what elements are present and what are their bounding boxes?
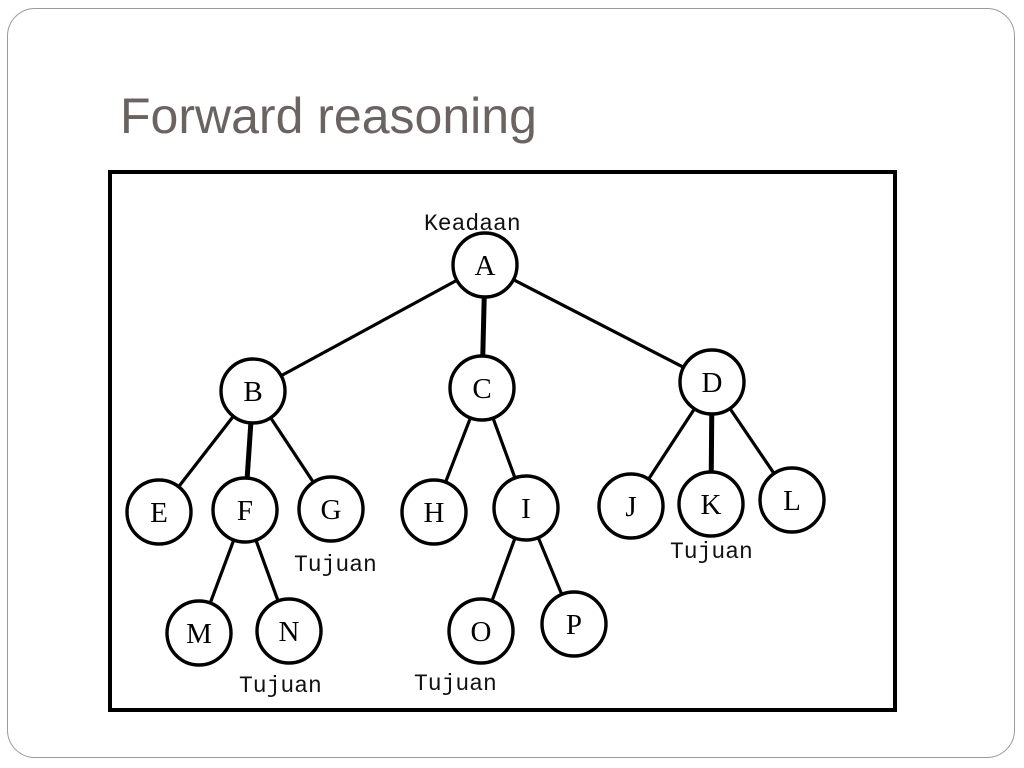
edge-b-e [177, 415, 235, 488]
node-circle [165, 599, 233, 667]
node-circle [125, 478, 193, 546]
node-label: E [150, 497, 168, 529]
node-circle [540, 590, 608, 658]
node-o: O [447, 597, 515, 665]
slide-title: Forward reasoning [120, 88, 537, 144]
edge-d-l [728, 407, 776, 475]
node-i: I [492, 474, 560, 542]
node-n: N [255, 597, 323, 665]
node-f: F [211, 476, 279, 544]
edge-b-f [244, 422, 254, 479]
node-circle [448, 354, 516, 422]
node-circle [451, 231, 519, 299]
node-k: K [677, 470, 745, 538]
node-e: E [125, 478, 193, 546]
edge-a-d [512, 278, 685, 369]
node-label: C [472, 373, 491, 405]
node-c: C [448, 354, 516, 422]
node-b: B [219, 357, 287, 425]
node-a: A [451, 231, 519, 299]
edge-f-m [208, 539, 236, 604]
node-circle [447, 597, 515, 665]
goal-label: Tujuan [670, 539, 753, 565]
edge-a-c [480, 296, 487, 357]
node-label: J [625, 491, 636, 523]
node-label: D [702, 367, 723, 399]
node-circle [219, 357, 287, 425]
nodes-layer: A B C D E F G H I J K L M N O P [125, 231, 826, 667]
edge-d-j [647, 407, 696, 481]
node-label: F [237, 495, 253, 527]
goal-label: Tujuan [414, 671, 497, 697]
node-label: H [424, 497, 445, 529]
node-label: L [783, 485, 801, 517]
node-label: M [186, 618, 212, 650]
node-g: G [297, 475, 365, 543]
edge-f-n [254, 539, 280, 602]
node-l: L [758, 466, 826, 534]
edges-layer [177, 278, 776, 604]
node-label: A [475, 250, 496, 282]
goal-label: Tujuan [239, 673, 322, 699]
node-circle [255, 597, 323, 665]
node-circle [297, 475, 365, 543]
node-label: I [521, 493, 531, 525]
node-circle [597, 472, 665, 540]
node-label: O [471, 616, 492, 648]
node-circle [211, 476, 279, 544]
edge-b-g [269, 416, 315, 484]
node-label: G [321, 494, 342, 526]
node-circle [678, 348, 746, 416]
node-label: P [566, 609, 582, 641]
goal-label: Tujuan [294, 552, 377, 578]
node-circle [492, 474, 560, 542]
edge-i-o [490, 537, 517, 602]
start-state-label: Keadaan [424, 211, 521, 237]
node-label: B [243, 376, 262, 408]
node-h: H [400, 478, 468, 546]
node-circle [758, 466, 826, 534]
edge-a-b [280, 278, 458, 378]
edge-i-p [536, 536, 564, 596]
node-p: P [540, 590, 608, 658]
node-d: D [678, 348, 746, 416]
edge-c-i [491, 417, 517, 479]
node-m: M [165, 599, 233, 667]
edge-c-h [444, 417, 472, 483]
node-label: K [701, 489, 722, 521]
node-circle [677, 470, 745, 538]
node-label: N [279, 616, 300, 648]
node-circle [400, 478, 468, 546]
node-j: J [597, 472, 665, 540]
